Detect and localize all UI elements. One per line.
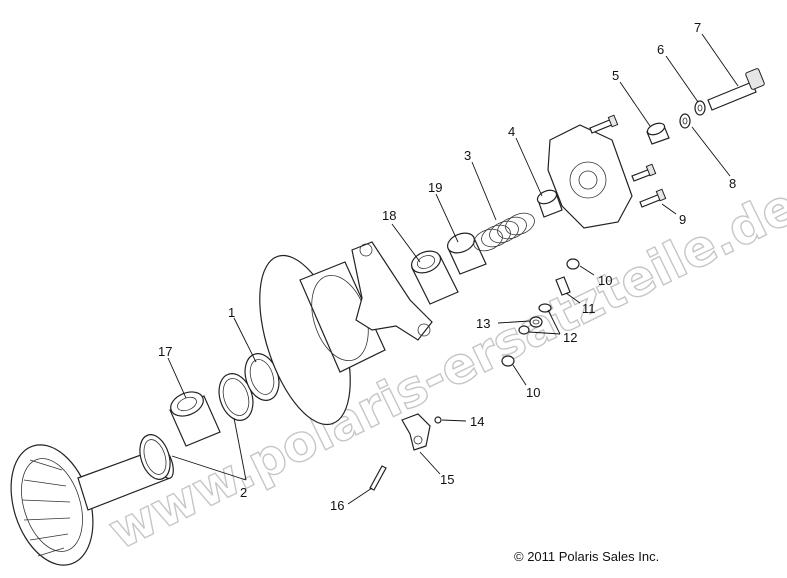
long-bolt-7	[707, 68, 765, 111]
callout-19: 19	[428, 180, 442, 195]
roller-10-upper	[566, 258, 580, 270]
snap-ring-middle	[218, 373, 254, 421]
snap-ring-left	[139, 434, 171, 480]
bushing-4	[536, 189, 563, 218]
bushing-13	[529, 316, 543, 328]
bushing-18	[410, 250, 459, 305]
callout-4: 4	[508, 124, 515, 139]
callout-10-lower: 10	[526, 385, 540, 400]
nut-14	[434, 416, 442, 424]
sleeve-bushing	[169, 391, 221, 447]
copyright-notice: © 2011 Polaris Sales Inc.	[514, 549, 659, 564]
spider	[351, 241, 433, 341]
pin-16	[369, 465, 387, 491]
callout-3: 3	[464, 148, 471, 163]
callout-6: 6	[657, 42, 664, 57]
callout-8: 8	[729, 176, 736, 191]
callout-14: 14	[470, 414, 484, 429]
callout-16: 16	[330, 498, 344, 513]
callout-12: 12	[563, 330, 577, 345]
callout-2: 2	[240, 485, 247, 500]
callout-5: 5	[612, 68, 619, 83]
cover-plate	[547, 124, 633, 229]
spacer	[646, 122, 670, 145]
washer-8	[679, 113, 691, 129]
callout-13: 13	[476, 316, 490, 331]
leader-lines	[167, 33, 739, 505]
callout-11: 11	[582, 301, 596, 316]
watermark: www.polaris-ersatzteile.de	[100, 177, 787, 561]
pin-11	[555, 276, 571, 296]
bolt-9-lower	[639, 188, 667, 208]
callout-7: 7	[694, 20, 701, 35]
callout-10-upper: 10	[598, 273, 612, 288]
callout-17: 17	[158, 344, 172, 359]
washer-6	[694, 100, 706, 116]
callout-1: 1	[228, 305, 235, 320]
moveable-sheave	[259, 254, 386, 426]
spring	[473, 212, 535, 252]
weight-15	[401, 413, 431, 451]
washer-12-upper	[538, 303, 552, 313]
callout-15: 15	[440, 472, 454, 487]
washer-19	[446, 232, 487, 275]
bolt-5	[589, 114, 619, 134]
roller-10-lower	[501, 355, 515, 367]
washer-12-lower	[518, 325, 530, 335]
callout-18: 18	[382, 208, 396, 223]
bolt-9-upper	[631, 163, 657, 182]
callout-9: 9	[679, 212, 686, 227]
